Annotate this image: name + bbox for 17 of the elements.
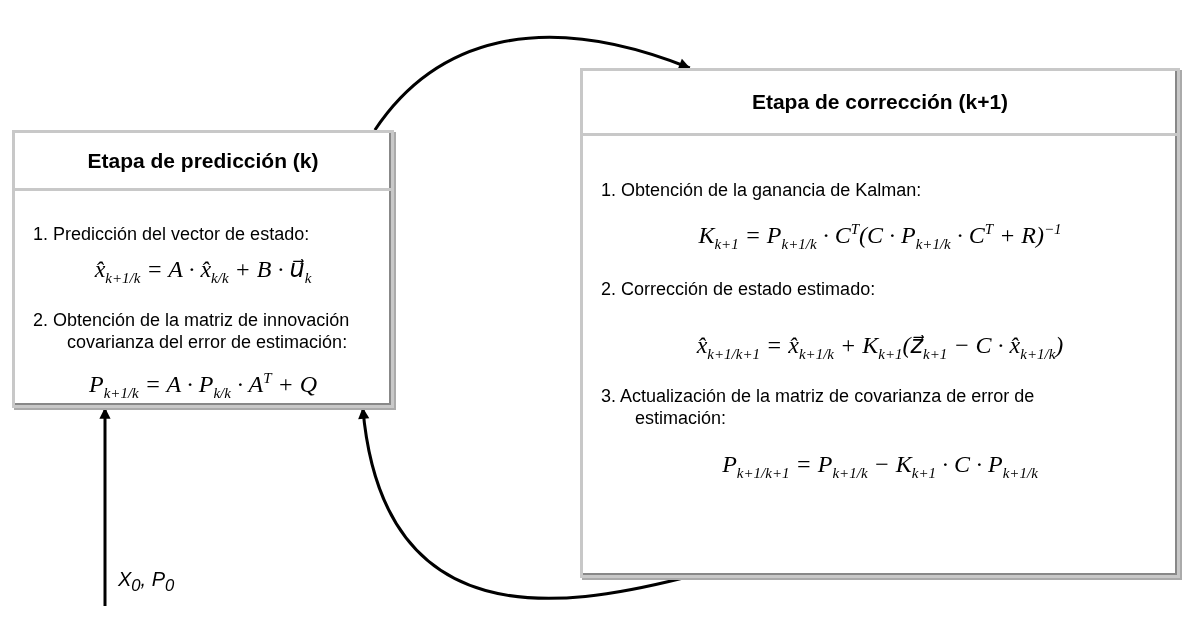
arrow (373, 35, 691, 131)
equation: x̂$_{k+1/k+1}$ = x̂$_{k+1/k}$ + K$_{k+1}$(z⃗$_{k+1}$ − C · x̂$_{k+1/k}$) (696, 331, 1064, 363)
step-text: 1. Predicción del vector de estado: (33, 223, 311, 245)
stage-box (12, 130, 394, 408)
stage-box (580, 68, 1180, 578)
stage-title: Etapa de predicción (k) (87, 148, 319, 173)
initial-values-label: X$_{0}$, P$_{0}$ (118, 568, 218, 596)
equation: P$_{k+1/k}$ = A · P$_{k/k}$ · A$^{T}$ + Q (89, 370, 317, 402)
stage-title: Etapa de corrección (k+1) (751, 90, 1009, 114)
equation: K$_{k+1}$ = P$_{k+1/k}$ · C$^{T}$(C · P$_{k+1/k}$ · C$^{T}$ + R)$^{−1}$ (698, 221, 1062, 253)
step-text: 2. Corrección de estado estimado: (601, 278, 877, 300)
equation: P$_{k+1/k+1}$ = P$_{k+1/k}$ − K$_{k+1}$ · C · P$_{k+1/k}$ (722, 451, 1038, 482)
step-text: 3. Actualización de la matriz de covarianza de error de estimación: (601, 385, 1036, 429)
arrow (99, 407, 111, 606)
equation: x̂$_{k+1/k}$ = A · x̂$_{k/k}$ + B · u⃗$_{k}$ (94, 255, 312, 287)
step-text: 2. Obtención de la matriz de innovación covarianza del error de estimación: (33, 309, 351, 353)
step-text: 1. Obtención de la ganancia de Kalman: (601, 179, 923, 201)
